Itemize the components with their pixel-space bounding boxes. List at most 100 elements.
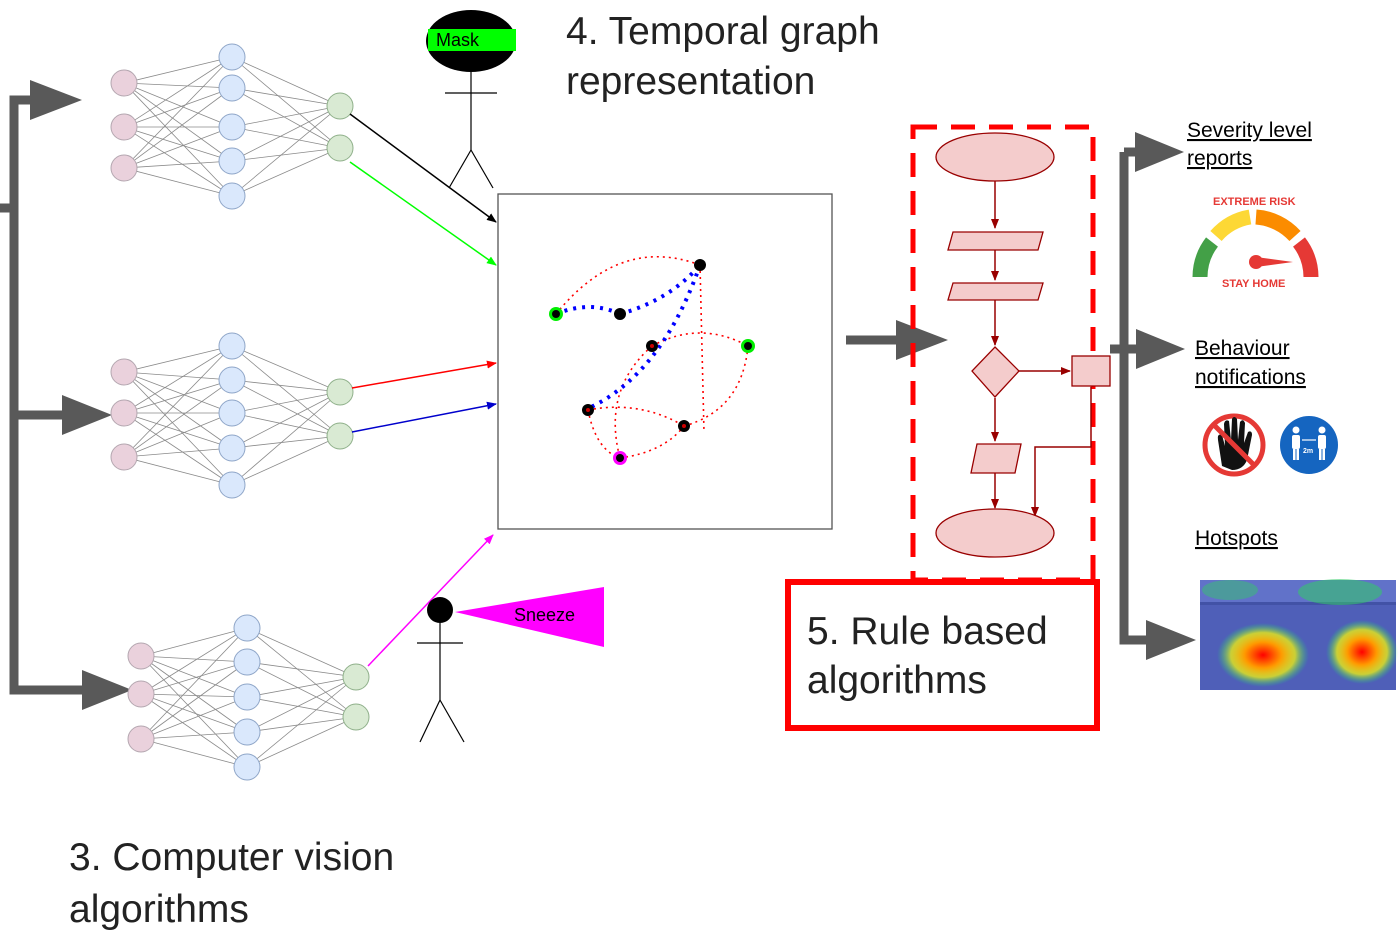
network-edge (246, 676, 357, 698)
network-edge (123, 371, 233, 449)
network-edge (123, 82, 233, 197)
rules-title-line-2: algorithms (807, 659, 987, 702)
network-edge (140, 661, 248, 740)
network-edge (246, 627, 357, 678)
network-edge (246, 627, 357, 718)
network-edge (123, 56, 233, 169)
network-edge (123, 82, 233, 89)
mask-person-figure: Mask (426, 10, 516, 189)
network-edge (123, 345, 233, 458)
network-edge (123, 167, 233, 197)
network-node (218, 113, 246, 141)
network-edge (123, 56, 233, 84)
network-node (326, 378, 354, 406)
network-edge (231, 126, 341, 149)
network-node (233, 753, 261, 781)
network-edge (123, 447, 233, 458)
network-node (218, 434, 246, 462)
flow-start (935, 132, 1055, 182)
network-node (110, 399, 138, 427)
temporal-graph-box (497, 193, 833, 530)
network-edge (231, 87, 341, 107)
network-edge (246, 661, 357, 718)
network-edge (140, 696, 248, 740)
sneeze-label: Sneeze (514, 605, 575, 625)
mask-band (428, 29, 516, 51)
network-edge (123, 345, 233, 414)
hotspots-label[interactable]: Hotspots (1195, 527, 1278, 550)
neural-network (127, 614, 370, 781)
network-edge (231, 56, 341, 107)
network-edge (246, 676, 357, 768)
network-edge (246, 716, 357, 768)
flowchart-shapes (935, 132, 1111, 558)
network-node (127, 642, 155, 670)
network-node (233, 648, 261, 676)
mask-label: Mask (436, 30, 480, 50)
temporal-title-line-2: representation (566, 60, 815, 103)
network-node (342, 703, 370, 731)
flowchart (991, 181, 1092, 517)
severity-label-line-2[interactable]: reports (1187, 147, 1252, 170)
graph-node (694, 259, 706, 271)
network-node (218, 182, 246, 210)
flow-io (970, 443, 1022, 474)
network-node (233, 683, 261, 711)
network-edge (231, 435, 341, 449)
network-edge (123, 56, 233, 128)
network-edge (140, 655, 248, 663)
network-node (110, 443, 138, 471)
network-edge (140, 627, 248, 740)
network-edge (231, 345, 341, 393)
network-edge (231, 105, 341, 128)
network-node (218, 147, 246, 175)
network-edge (123, 371, 233, 414)
network-edge (231, 105, 341, 197)
flow-decision (971, 346, 1020, 398)
network-edge (123, 456, 233, 486)
network-node (326, 422, 354, 450)
network-node (218, 471, 246, 499)
blue-output-arrow (351, 401, 497, 433)
network-node (110, 358, 138, 386)
sneeze-cone (455, 587, 604, 647)
network-edge (140, 627, 248, 657)
flow-input-2 (947, 282, 1044, 301)
green-output-arrow (349, 161, 497, 266)
network-node (110, 69, 138, 97)
rules-title-line-1: 5. Rule based (807, 610, 1048, 653)
network-node (218, 43, 246, 71)
network-edge (231, 379, 341, 393)
graph-node (614, 308, 626, 320)
risk-gauge-icon: EXTREME RISK STAY HOME (1192, 196, 1319, 290)
network-edge (231, 412, 341, 437)
network-edge (231, 56, 341, 149)
input-bracket (0, 95, 92, 695)
network-edge (123, 82, 233, 162)
network-edge (231, 105, 341, 162)
network-edge (140, 738, 248, 768)
behaviour-label-line-2[interactable]: notifications (1195, 366, 1306, 389)
hotspot-heatmap-image (1200, 579, 1398, 690)
temporal-graph-edges (555, 255, 749, 459)
network-edge (123, 371, 233, 486)
behaviour-label-line-1[interactable]: Behaviour (1195, 337, 1290, 360)
network-edge (231, 391, 341, 486)
network-node (218, 366, 246, 394)
severity-label-line-1[interactable]: Severity level (1187, 119, 1312, 142)
network-node (127, 680, 155, 708)
network-node (127, 725, 155, 753)
network-edge (231, 87, 341, 149)
network-node (326, 92, 354, 120)
network-edge (246, 716, 357, 733)
sneeze-person-figure: Sneeze (417, 587, 604, 743)
cv-title-line-2: algorithms (69, 888, 249, 930)
graph-to-rules-arrowhead (896, 320, 948, 360)
network-edge (231, 147, 341, 197)
gauge-top-label: EXTREME RISK (1213, 196, 1296, 208)
cv-title-line-1: 3. Computer vision (69, 836, 394, 879)
flow-end (935, 508, 1055, 558)
neural-network (110, 43, 354, 210)
temporal-graph-nodes (549, 259, 755, 465)
